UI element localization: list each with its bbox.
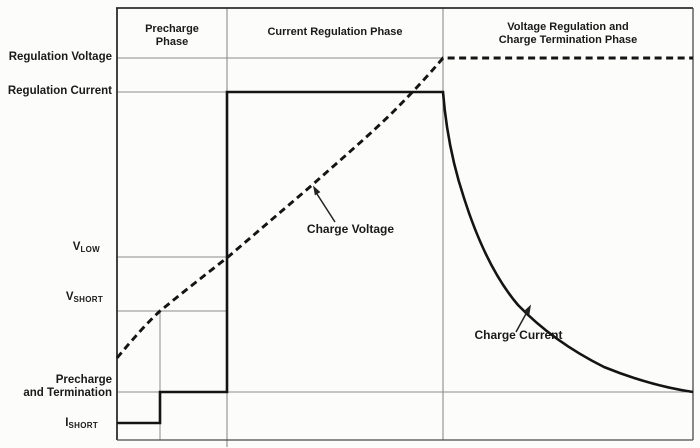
axis-label-i-short: ISHORT: [0, 417, 98, 433]
v-short-subscript: SHORT: [73, 295, 103, 304]
charge-voltage-arrowhead-icon: [313, 185, 321, 196]
v-low-symbol: V: [72, 241, 81, 253]
precharge-phase-line1: Precharge: [145, 23, 199, 35]
i-short-symbol: I: [65, 417, 69, 429]
axis-label-v-short: VSHORT: [0, 291, 103, 307]
charge-current-arrow: [515, 304, 531, 333]
voltage-reg-phase-line1: Voltage Regulation and: [507, 21, 629, 33]
phase-header-current-regulation: Current Regulation Phase: [267, 26, 403, 38]
precharge-phase-line2: Phase: [155, 36, 189, 48]
i-short-subscript: SHORT: [68, 421, 98, 430]
v-low-subscript: LOW: [80, 245, 100, 254]
charge-current-arrowhead-icon: [523, 304, 531, 315]
precharge-label-line2: and Termination: [23, 386, 112, 399]
axis-label-regulation-voltage: Regulation Voltage: [8, 51, 112, 63]
charge-voltage-arrow: [313, 185, 336, 223]
annotation-charge-current: Charge Current: [474, 328, 563, 342]
precharge-label-line1: Precharge: [55, 374, 112, 386]
v-short-symbol: V: [65, 291, 74, 303]
phase-header-precharge: Precharge Phase: [117, 23, 227, 49]
axis-label-regulation-current: Regulation Current: [7, 85, 112, 97]
voltage-reg-phase-line2: Charge Termination Phase: [498, 34, 638, 46]
phase-header-voltage-regulation: Voltage Regulation and Charge Terminatio…: [443, 21, 693, 47]
charge-current-curve: [117, 90, 694, 425]
annotation-charge-voltage: Charge Voltage: [306, 222, 395, 236]
charge-voltage-curve: [115, 56, 693, 359]
axis-label-precharge-termination: Precharge and Termination: [0, 374, 112, 399]
axis-label-v-low: VLOW: [0, 241, 100, 257]
